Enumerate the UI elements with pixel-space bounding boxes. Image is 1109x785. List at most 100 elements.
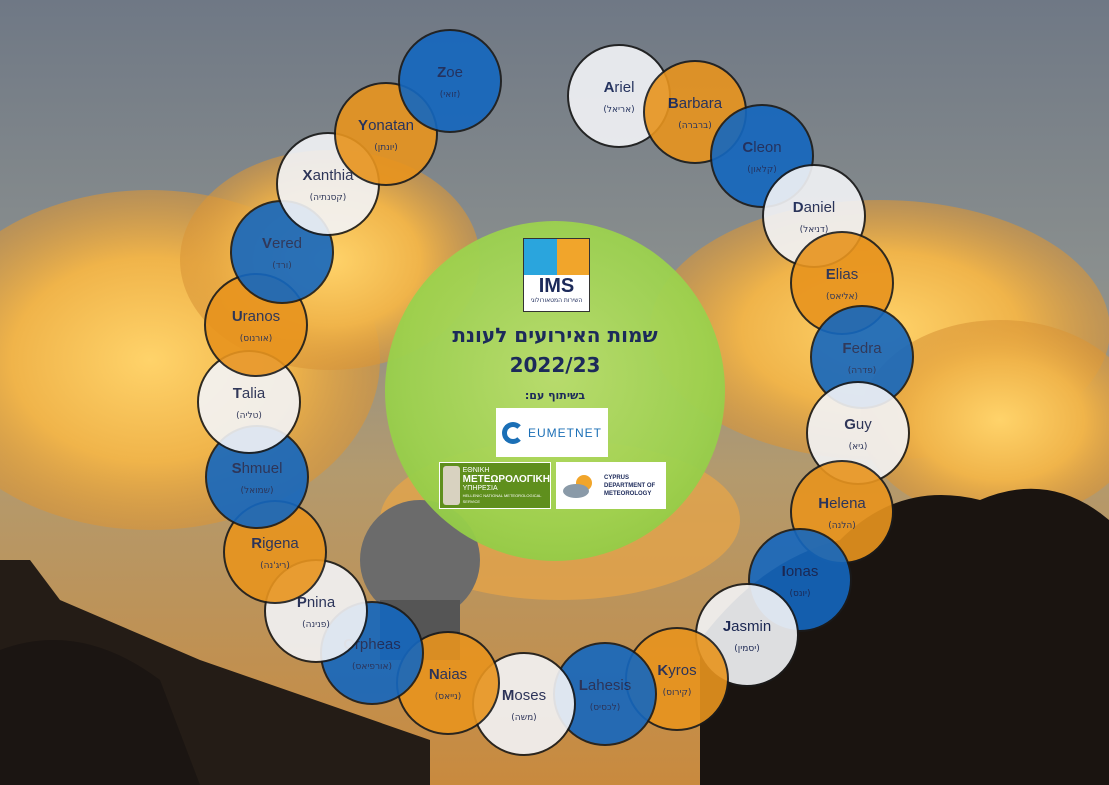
- storm-name-rest: ranos: [242, 308, 281, 325]
- storm-name-english: Daniel: [793, 199, 836, 216]
- storm-name-english: Moses: [502, 687, 546, 704]
- sun-cloud-icon: [563, 474, 592, 498]
- storm-name-initial: N: [428, 666, 440, 683]
- storm-name-english: Ariel: [604, 79, 635, 96]
- storm-name-hebrew: (לכסיס): [589, 703, 621, 713]
- storm-name-initial: X: [302, 167, 313, 184]
- storm-name-rest: uy: [855, 416, 872, 433]
- storm-name-rest: hmuel: [241, 460, 283, 477]
- storm-name-hebrew: (שמואל): [240, 486, 274, 496]
- storm-name-english: Kyros: [657, 662, 696, 679]
- storm-name-hebrew: (זואי): [439, 90, 461, 100]
- storm-name-initial: E: [825, 266, 836, 283]
- storm-name-initial: S: [231, 460, 242, 477]
- storm-name-rest: nina: [306, 594, 336, 611]
- storm-name-hebrew: (קלאון): [747, 165, 777, 175]
- cloud-right-low: [860, 320, 1109, 520]
- storm-name-hebrew: (אליאס): [825, 292, 859, 302]
- storm-name-rest: onas: [785, 563, 819, 580]
- storm-name-english: Elias: [826, 266, 859, 283]
- storm-name-initial: B: [667, 95, 679, 112]
- storm-name-initial: H: [818, 495, 830, 512]
- ims-logo-text: IMS: [538, 275, 575, 297]
- storm-name-rest: edra: [851, 340, 882, 357]
- storm-name-english: Uranos: [232, 308, 280, 325]
- storm-name-english: Naias: [429, 666, 467, 683]
- hnms-line4: HELLENIC NATIONAL METEOROLOGICAL SERVICE: [462, 493, 542, 504]
- storm-name-rest: ahesis: [587, 677, 632, 694]
- storm-name-hebrew: (טליה): [236, 411, 262, 421]
- storm-name-hebrew: (גיא): [848, 442, 868, 452]
- storm-name-hebrew: (אורנוס): [239, 334, 273, 344]
- storm-name-rest: oses: [514, 687, 547, 704]
- storm-name-initial: C: [742, 139, 754, 156]
- storm-name-initial: J: [722, 618, 732, 635]
- hnms-line3: ΥΠΗΡΕΣΙΑ: [462, 485, 498, 492]
- storm-name-initial: P: [296, 594, 307, 611]
- storm-name-rest: rpheas: [354, 636, 401, 653]
- storm-name-initial: T: [232, 385, 242, 402]
- storm-name-rest: onatan: [368, 117, 414, 134]
- storm-name-english: Ionas: [782, 563, 819, 580]
- storm-name-english: Xanthia: [303, 167, 354, 184]
- storm-name-hebrew: (נייאס): [434, 692, 462, 702]
- storm-name-initial: L: [578, 677, 588, 694]
- storm-name-initial: M: [501, 687, 515, 704]
- storm-name-rest: yros: [668, 662, 697, 679]
- storm-name-english: Vered: [262, 235, 302, 252]
- storm-name-hebrew: (אורפיאס): [351, 662, 393, 672]
- ims-logo-subtitle: השירות המטאורולוגי: [530, 297, 583, 304]
- storm-name-english: Cleon: [742, 139, 781, 156]
- storm-name-rest: aniel: [803, 199, 836, 216]
- storm-name-english: Yonatan: [358, 117, 414, 134]
- eumetnet-logo: EUMETNET: [496, 408, 608, 457]
- storm-name-initial: D: [792, 199, 804, 216]
- storm-name-hebrew: (אריאל): [603, 105, 635, 115]
- storm-name-rest: aias: [439, 666, 468, 683]
- title-line2: 2022/23: [509, 353, 601, 377]
- storm-name-initial: I: [781, 563, 786, 580]
- storm-name-rest: igena: [262, 535, 299, 552]
- storm-name-hebrew: (ריג'נה): [260, 561, 290, 571]
- eumetnet-circle-icon: [502, 421, 524, 444]
- storm-name-rest: leon: [753, 139, 782, 156]
- storm-name-initial: A: [603, 79, 615, 96]
- cyprus-met-logo: CYPRUS DEPARTMENT OF METEOROLOGY: [556, 462, 666, 509]
- storm-name-hebrew: (קסנתיה): [309, 193, 347, 203]
- storm-name-rest: alia: [241, 385, 266, 402]
- storm-name-initial: Z: [437, 64, 447, 81]
- eumetnet-text: EUMETNET: [528, 425, 602, 440]
- storm-name-rest: elena: [829, 495, 866, 512]
- radar-dome: [360, 500, 480, 620]
- storm-name-hebrew: (פדרה): [847, 366, 877, 376]
- cyprus-line1: CYPRUS: [604, 474, 630, 481]
- storm-name-initial: U: [231, 308, 243, 325]
- storm-name-english: Talia: [233, 385, 266, 402]
- storm-name-english: Helena: [818, 495, 866, 512]
- storm-name-english: Zoe: [437, 64, 463, 81]
- storm-name-rest: arbara: [678, 95, 723, 112]
- storm-name-initial: K: [657, 662, 669, 679]
- storm-name-hebrew: (יונתן): [374, 143, 398, 153]
- storm-name-initial: R: [251, 535, 263, 552]
- storm-name-hebrew: (יסמין): [734, 644, 760, 654]
- storm-name-bubble: Zoe (זואי): [398, 29, 502, 133]
- storm-name-rest: oe: [446, 64, 463, 81]
- storm-name-initial: Y: [358, 117, 369, 134]
- storm-name-english: Shmuel: [232, 460, 283, 477]
- storm-name-rest: asmin: [731, 618, 772, 635]
- storm-name-hebrew: (משה): [511, 713, 537, 723]
- trees-left: [0, 640, 200, 785]
- storm-name-rest: anthia: [312, 167, 354, 184]
- storm-name-english: Guy: [844, 416, 872, 433]
- page-title: שמות האירועים לעונת 2022/23: [405, 320, 705, 380]
- storm-name-rest: riel: [614, 79, 635, 96]
- cyprus-line2: DEPARTMENT OF: [604, 482, 656, 489]
- title-line1: שמות האירועים לעונת: [452, 323, 658, 347]
- storm-name-hebrew: (פנינה): [302, 620, 330, 630]
- storm-name-english: Fedra: [842, 340, 881, 357]
- storm-name-hebrew: (הלנה): [828, 521, 856, 531]
- storm-name-rest: ered: [271, 235, 303, 252]
- storm-name-english: Rigena: [251, 535, 299, 552]
